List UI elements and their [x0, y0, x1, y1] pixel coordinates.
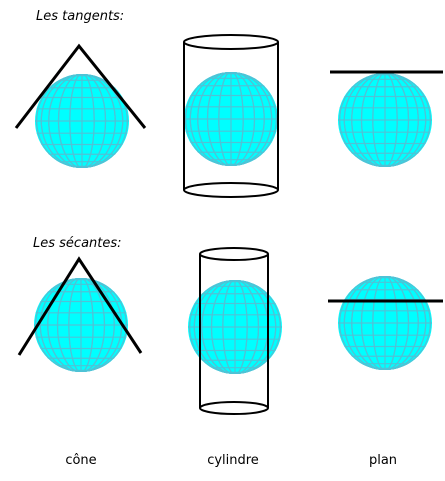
meridian-line	[48, 74, 116, 168]
meridian-line	[40, 74, 124, 168]
meridian-line	[360, 73, 410, 167]
meridian-line	[360, 276, 410, 370]
meridian-line	[372, 73, 398, 167]
meridian-line	[193, 280, 277, 374]
globe-tangent-cylinder	[184, 72, 278, 166]
meridian-line	[351, 276, 419, 370]
meridian-line	[351, 73, 419, 167]
globe-tangent-cone	[35, 74, 129, 168]
caption-plane: plan	[368, 453, 398, 468]
meridian-line	[339, 73, 431, 167]
meridian-line	[185, 72, 277, 166]
globe-graticule	[338, 73, 432, 167]
heading-secants: Les sécantes:	[33, 236, 122, 251]
cylinder-bottom	[183, 182, 279, 198]
cylinder-tangent	[183, 34, 279, 198]
meridian-line	[57, 74, 107, 168]
cone-tangent	[14, 43, 147, 129]
meridian-line	[343, 276, 427, 370]
meridian-line	[69, 74, 95, 168]
globe-tangent-plane	[338, 73, 432, 167]
globe-secant-plane	[338, 276, 432, 370]
globe-secant-cone	[34, 278, 128, 372]
heading-tangents: Les tangents:	[36, 9, 125, 24]
meridian-line	[206, 72, 256, 166]
meridian-line	[68, 278, 94, 372]
meridian-line	[197, 72, 265, 166]
meridian-line	[210, 280, 260, 374]
cylinder-bottom	[199, 401, 269, 415]
meridian-line	[36, 74, 128, 168]
meridian-line	[218, 72, 244, 166]
caption-cylinder: cylindre	[207, 453, 259, 468]
globe-secant-cylinder	[188, 280, 282, 374]
cylinder-secant	[199, 247, 269, 415]
meridian-line	[372, 276, 398, 370]
globe-graticule	[184, 72, 278, 166]
meridian-line	[343, 73, 427, 167]
meridian-line	[222, 280, 248, 374]
cone-secant	[17, 256, 143, 356]
caption-cone: cône	[65, 453, 97, 468]
meridian-line	[189, 280, 281, 374]
meridian-line	[56, 278, 106, 372]
globe-graticule	[338, 276, 432, 370]
cylinder-top	[183, 34, 279, 50]
meridian-line	[189, 72, 273, 166]
meridian-line	[339, 276, 431, 370]
meridian-line	[47, 278, 115, 372]
globe-graticule	[35, 74, 129, 168]
globe-graticule	[34, 278, 128, 372]
meridian-line	[35, 278, 127, 372]
cylinder-top	[199, 247, 269, 261]
